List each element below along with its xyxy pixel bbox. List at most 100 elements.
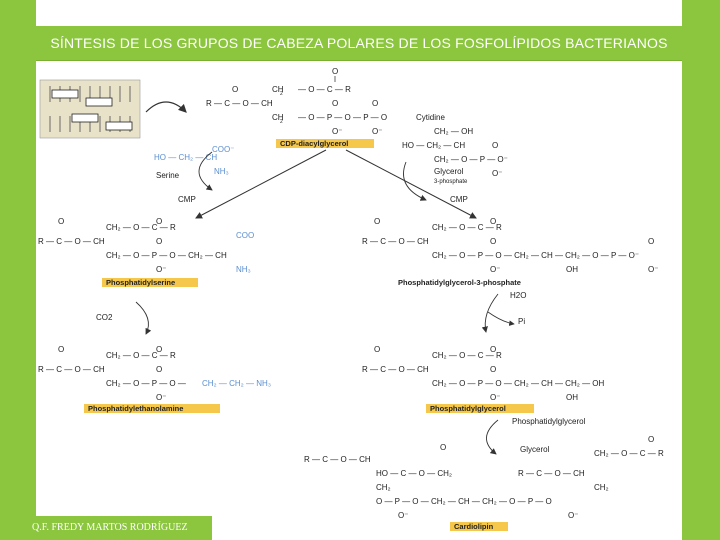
svg-text:CH₂ — O — C — R: CH₂ — O — C — R: [432, 351, 502, 360]
title-banner: SÍNTESIS DE LOS GRUPOS DE CABEZA POLARES…: [36, 26, 682, 61]
svg-text:O: O: [490, 237, 496, 246]
pg-3-phosphate-label: Phosphatidylglycerol-3-phosphate: [398, 278, 521, 287]
svg-text:O: O: [372, 99, 378, 108]
svg-text:OH: OH: [566, 393, 578, 402]
svg-text:O⁻: O⁻: [490, 265, 500, 274]
phosphatidylserine-structure: O O CH₂ — O — C — R R — C — O — CH O COO C…: [38, 217, 254, 287]
svg-text:O: O: [58, 345, 64, 354]
svg-text:R — C — O — CH: R — C — O — CH: [38, 237, 105, 246]
pi-label: Pi: [518, 317, 525, 326]
water-label: H2O: [510, 291, 526, 300]
right-accent-bar: [682, 0, 720, 540]
svg-text:OH: OH: [566, 265, 578, 274]
svg-text:R — C — O — CH: R — C — O — CH: [206, 99, 273, 108]
svg-text:CH₂ — OH: CH₂ — OH: [434, 127, 473, 136]
svg-text:COO⁻: COO⁻: [212, 145, 234, 154]
phosphatidylethanolamine-label: Phosphatidylethanolamine: [88, 404, 183, 413]
svg-text:O: O: [490, 365, 496, 374]
author-footer: Q.F. FREDY MARTOS RODRÍGUEZ: [32, 522, 188, 533]
svg-text:R — C — O — CH: R — C — O — CH: [362, 365, 429, 374]
svg-text:O⁻: O⁻: [490, 393, 500, 402]
glycerol-release-label: Glycerol: [520, 445, 550, 454]
svg-text:2: 2: [280, 91, 283, 97]
svg-text:O⁻: O⁻: [492, 169, 502, 178]
svg-text:R — C — O — CH: R — C — O — CH: [362, 237, 429, 246]
svg-text:CH₂ — O — P — O — CH₂ — CH — C: CH₂ — O — P — O — CH₂ — CH — CH₂ — OH: [432, 379, 605, 388]
svg-text:R — C — O — CH: R — C — O — CH: [518, 469, 585, 478]
pg-3-phosphate-structure: O O CH₂ — O — C — R R — C — O — CH O O CH₂…: [362, 217, 658, 287]
svg-text:HO — CH₂ — CH: HO — CH₂ — CH: [154, 153, 217, 162]
svg-text:O: O: [332, 67, 338, 76]
cardiolipin-label: Cardiolipin: [454, 522, 494, 531]
svg-text:O: O: [490, 217, 496, 226]
svg-text:CH₂ — O — C — R: CH₂ — O — C — R: [432, 223, 502, 232]
glycerol-3-phosphate-structure: CH₂ — OH HO — CH₂ — CH O CH₂ — O — P — O…: [402, 127, 508, 185]
serine-structure: COO⁻ HO — CH₂ — CH NH₃ Serine: [154, 145, 234, 180]
glycerol-3p-sub: 3-phosphate: [434, 179, 468, 185]
pg-reactant-label: Phosphatidylglycerol: [512, 417, 586, 426]
svg-text:O⁻: O⁻: [568, 511, 578, 520]
serine-label: Serine: [156, 171, 180, 180]
svg-text:O: O: [648, 237, 654, 246]
svg-text:O: O: [492, 141, 498, 150]
cdp-diacylglycerol-label: CDP-diacylglycerol: [280, 139, 348, 148]
svg-text:O⁻: O⁻: [372, 127, 382, 136]
svg-text:CH: CH: [272, 85, 284, 94]
svg-text:O: O: [156, 345, 162, 354]
svg-text:CH: CH: [272, 113, 284, 122]
svg-text:CH₂ — O — C — R: CH₂ — O — C — R: [106, 351, 176, 360]
svg-text:O⁻: O⁻: [156, 265, 166, 274]
svg-text:O⁻: O⁻: [332, 127, 342, 136]
left-accent-bar: [0, 0, 36, 540]
svg-text:O: O: [374, 345, 380, 354]
svg-text:O⁻: O⁻: [648, 265, 658, 274]
phosphatidylglycerol-label: Phosphatidylglycerol: [430, 404, 506, 413]
svg-text:O: O: [156, 217, 162, 226]
svg-text:O: O: [58, 217, 64, 226]
svg-text:O — P — O — CH₂ — CH — CH₂ — O: O — P — O — CH₂ — CH — CH₂ — O — P — O: [376, 497, 552, 506]
membrane-arrow: [145, 101, 187, 113]
phosphatidylserine-label: Phosphatidylserine: [106, 278, 175, 287]
svg-text:CH₂ — O — C — R: CH₂ — O — C — R: [594, 449, 664, 458]
glycerol-3p-label: Glycerol: [434, 167, 464, 176]
svg-text:NH₃: NH₃: [214, 167, 229, 176]
svg-text:O: O: [332, 99, 338, 108]
svg-text:CH₂: CH₂: [376, 483, 391, 492]
svg-text:— O — C — R: — O — C — R: [298, 85, 351, 94]
membrane-thumbnail: [39, 79, 141, 139]
phosphatidylethanolamine-structure: O O CH₂ — O — C — R R — C — O — CH O CH₂ …: [38, 345, 271, 413]
svg-text:R — C — O — CH: R — C — O — CH: [304, 455, 371, 464]
svg-text:R — C — O — CH: R — C — O — CH: [38, 365, 105, 374]
svg-text:HO — CH₂ — CH: HO — CH₂ — CH: [402, 141, 465, 150]
svg-text:O⁻: O⁻: [156, 393, 166, 402]
svg-text:O: O: [648, 435, 654, 444]
svg-text:Cytidine: Cytidine: [416, 113, 445, 122]
svg-text:CH₂ — O — P — O — CH₂ — CH: CH₂ — O — P — O — CH₂ — CH: [106, 251, 227, 260]
svg-text:CH₂ — O — P — O — CH₂ — CH — C: CH₂ — O — P — O — CH₂ — CH — CH₂ — O — P…: [432, 251, 639, 260]
svg-text:CH₂ — O — C — R: CH₂ — O — C — R: [106, 223, 176, 232]
svg-text:CH₂: CH₂: [594, 483, 609, 492]
svg-text:O: O: [374, 217, 380, 226]
svg-text:O: O: [156, 237, 162, 246]
svg-text:NH₃: NH₃: [236, 265, 251, 274]
co2-label: CO2: [96, 313, 113, 322]
svg-text:O: O: [440, 443, 446, 452]
slide-title: SÍNTESIS DE LOS GRUPOS DE CABEZA POLARES…: [50, 35, 668, 51]
svg-text:CH₂ — O — P — O⁻: CH₂ — O — P — O⁻: [434, 155, 508, 164]
svg-text:2: 2: [280, 119, 283, 125]
svg-text:O: O: [232, 85, 238, 94]
svg-text:COO: COO: [236, 231, 254, 240]
svg-text:O: O: [490, 345, 496, 354]
svg-text:CH₂ — CH₂ — NH₃: CH₂ — CH₂ — NH₃: [202, 379, 271, 388]
cmp-left-label: CMP: [178, 195, 196, 204]
svg-text:O: O: [156, 365, 162, 374]
svg-text:— O — P — O — P — O: — O — P — O — P — O: [298, 113, 387, 122]
svg-text:O⁻: O⁻: [398, 511, 408, 520]
footer-banner: Q.F. FREDY MARTOS RODRÍGUEZ: [26, 516, 212, 540]
svg-text:CH₂ — O — P — O —: CH₂ — O — P — O —: [106, 379, 186, 388]
phosphatidylglycerol-structure: O O CH₂ — O — C — R R — C — O — CH O CH₂ …: [362, 345, 605, 413]
